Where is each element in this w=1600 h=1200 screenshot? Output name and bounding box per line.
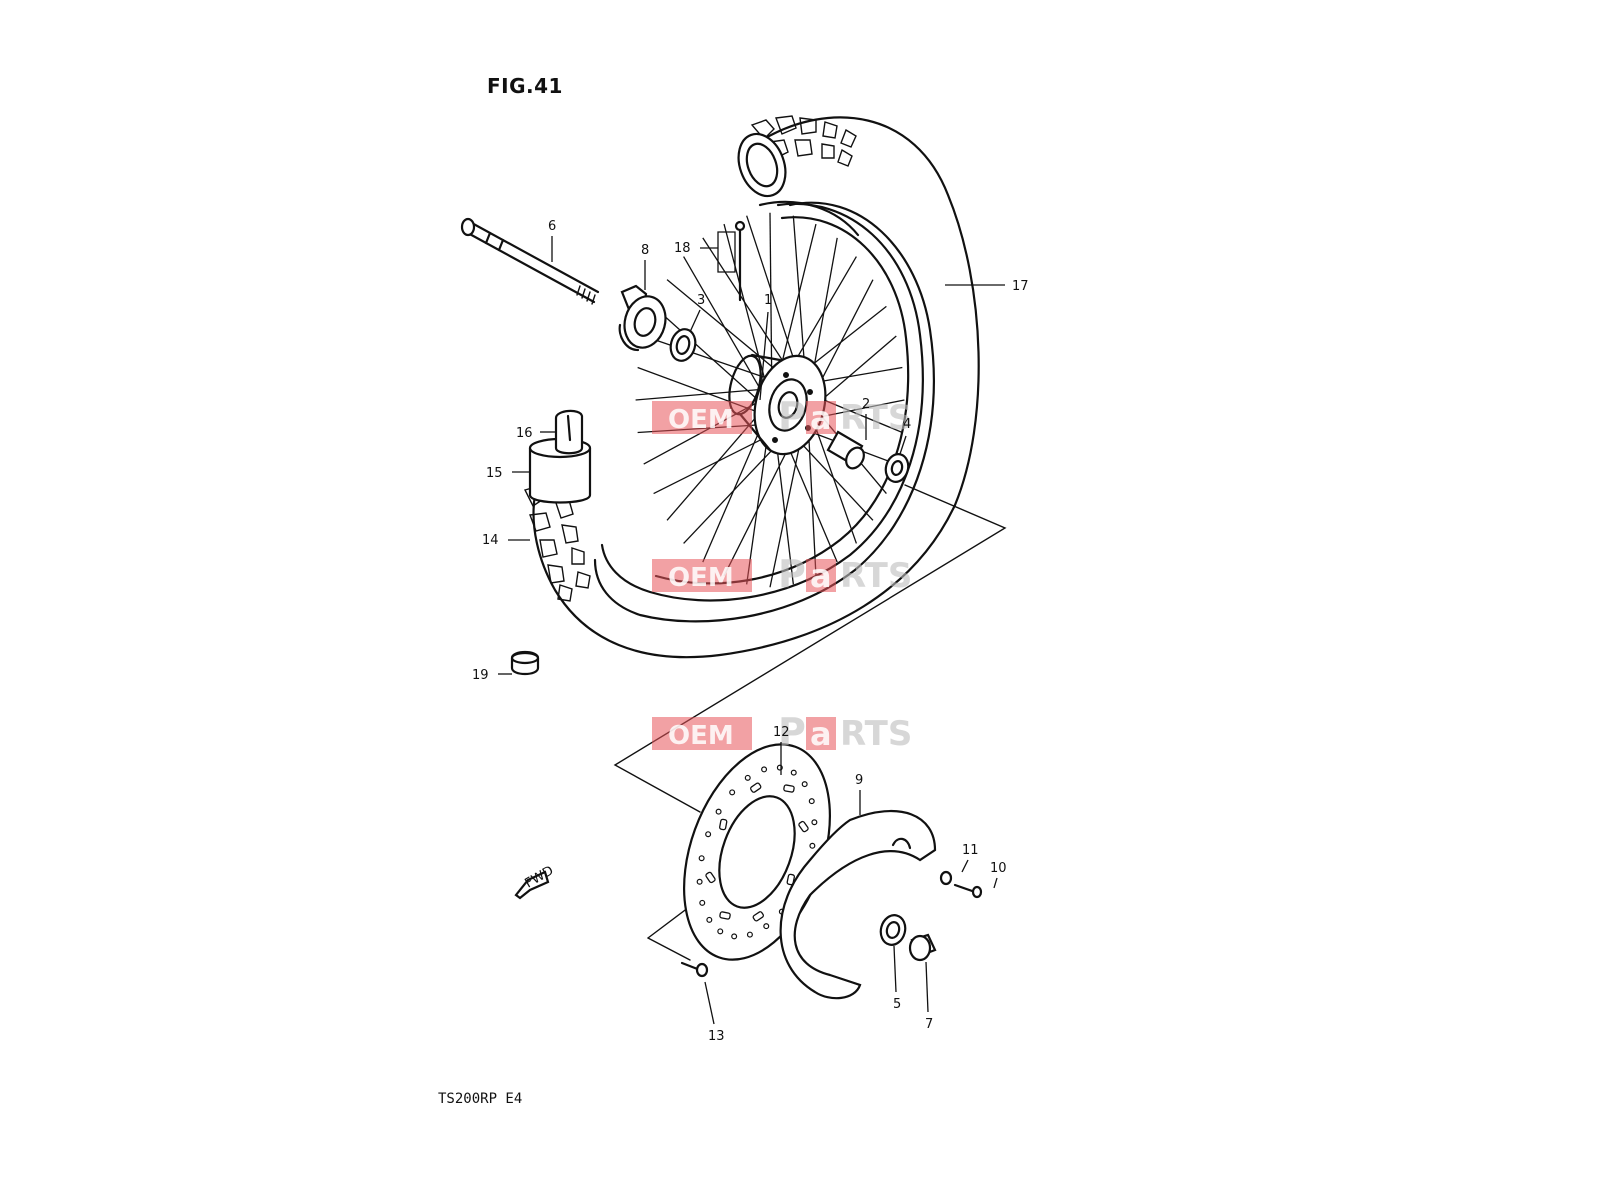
watermark-p-text: P <box>778 710 806 754</box>
callout-bracket-18 <box>717 231 736 273</box>
disc-slot <box>705 871 716 884</box>
callout-7: 7 <box>925 1017 933 1032</box>
callout-leader-4 <box>899 435 907 455</box>
spacer[interactable] <box>826 430 867 472</box>
callout-3: 3 <box>697 293 705 308</box>
tire-valve[interactable] <box>734 220 746 302</box>
watermark-a-box <box>806 559 836 592</box>
watermark-a-box <box>806 717 836 750</box>
plug[interactable] <box>510 650 540 676</box>
watermark-rts-text: RTS <box>840 556 912 596</box>
watermark-a-text: a <box>810 557 832 595</box>
callout-17: 17 <box>1012 279 1029 294</box>
disc-hole <box>731 933 738 940</box>
disc-hole <box>699 899 706 906</box>
bearing-left[interactable] <box>667 326 698 363</box>
callout-leader-3 <box>689 309 701 333</box>
fwd-label: FWD <box>523 863 557 891</box>
callout-11: 11 <box>962 843 979 858</box>
disc-hole <box>811 819 818 826</box>
watermark-a-text: a <box>810 399 832 437</box>
disc-slot <box>750 782 762 793</box>
rim-band[interactable] <box>554 409 584 455</box>
disc-hole <box>808 798 815 805</box>
callout-16: 16 <box>516 426 533 441</box>
disc-slot <box>719 818 728 831</box>
watermark-p-text: P <box>778 552 806 596</box>
bolt[interactable] <box>953 883 983 899</box>
model-code: TS200RP E4 <box>438 1091 523 1107</box>
watermark-p-text: P <box>778 394 806 438</box>
disc-hole <box>729 789 736 796</box>
watermark-oem-text: OEM <box>668 721 734 751</box>
disc-slot <box>783 784 795 793</box>
washer[interactable] <box>939 870 953 886</box>
callout-leader-5 <box>893 945 897 993</box>
disc-slot <box>798 820 809 833</box>
disc-bolt[interactable] <box>680 961 709 978</box>
disc-hole <box>715 808 722 815</box>
callout-leader-1 <box>759 311 769 401</box>
disc-hole <box>696 878 703 885</box>
disc-cover[interactable] <box>779 810 937 1000</box>
callout-leader-13 <box>704 981 715 1025</box>
callout-2: 2 <box>862 397 870 412</box>
callout-19: 19 <box>472 668 489 683</box>
disc-slot <box>719 911 731 920</box>
callout-leader-11 <box>961 859 969 873</box>
disc-slot <box>786 873 796 886</box>
callout-15: 15 <box>486 466 503 481</box>
watermark-a-text: a <box>810 715 832 753</box>
callout-12: 12 <box>773 725 790 740</box>
callout-leader-7 <box>925 961 929 1013</box>
callout-14: 14 <box>482 533 499 548</box>
disc-hole <box>763 923 770 930</box>
disc-hole <box>746 931 753 938</box>
watermark-oem-text: OEM <box>668 405 734 435</box>
disc-hole <box>801 781 808 788</box>
callout-1: 1 <box>764 293 772 308</box>
disc-hole <box>809 842 816 849</box>
callout-9: 9 <box>855 773 863 788</box>
disc-hole <box>706 916 713 923</box>
watermark-oem-box <box>652 559 752 592</box>
disc-hole <box>776 764 783 771</box>
watermark-a-box <box>806 401 836 434</box>
watermark-oem-box <box>652 401 752 434</box>
bearing-right[interactable] <box>883 452 911 485</box>
disc-hole <box>744 774 751 781</box>
callout-18: 18 <box>674 241 691 256</box>
disc-hole <box>790 769 797 776</box>
dust-seal[interactable] <box>878 912 909 947</box>
speedometer-gearbox[interactable] <box>618 284 671 352</box>
disc-hole <box>761 766 768 773</box>
watermark-rts-text: RTS <box>840 714 912 754</box>
fwd-arrow-icon: FWD <box>514 863 557 900</box>
axle[interactable] <box>460 217 600 305</box>
tire[interactable] <box>523 115 980 659</box>
disc-hole <box>705 831 712 838</box>
callout-6: 6 <box>548 219 556 234</box>
callout-8: 8 <box>641 243 649 258</box>
callout-leader-10 <box>993 877 998 889</box>
callout-13: 13 <box>708 1029 725 1044</box>
watermark-oem-text: OEM <box>668 563 734 593</box>
watermark-oem-box <box>652 717 752 750</box>
callout-5: 5 <box>893 997 901 1012</box>
watermark-rts-text: RTS <box>840 398 912 438</box>
disc-hole <box>698 855 705 862</box>
callout-10: 10 <box>990 861 1007 876</box>
disc-hole <box>717 928 724 935</box>
disc-slot <box>752 911 764 922</box>
callout-4: 4 <box>903 417 911 432</box>
collar[interactable] <box>908 933 937 962</box>
figure-title: FIG.41 <box>487 74 563 98</box>
